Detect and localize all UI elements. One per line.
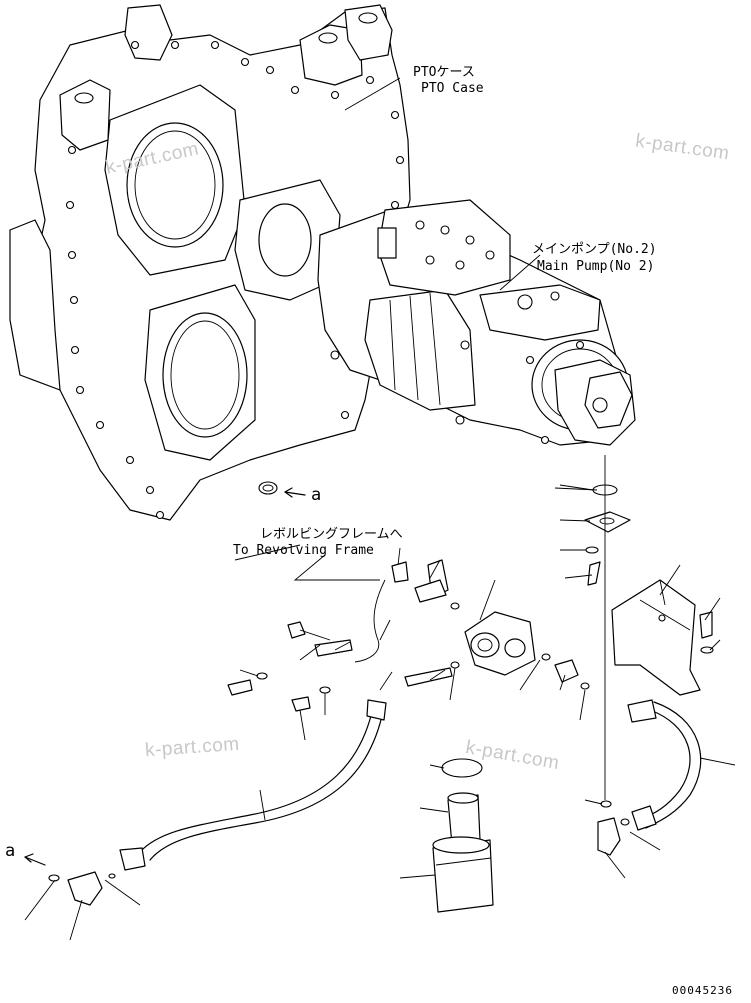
leader-lines	[24, 77, 736, 941]
reference-a-bottom: a	[5, 841, 16, 861]
pto-case-label-en: PTO Case	[421, 81, 484, 96]
main-pump	[317, 199, 636, 446]
reference-a-top: a	[311, 485, 322, 505]
main-pump-label-jp: メインポンプ(No.2)	[532, 242, 657, 257]
revolving-frame-label-jp: レボルビングフレームへ	[260, 527, 403, 542]
main-pump-label-en: Main Pump(No 2)	[537, 259, 655, 274]
document-number: 00045236	[672, 984, 733, 997]
lower-parts	[24, 455, 714, 913]
revolving-frame-label-en: To Revolving Frame	[233, 543, 374, 558]
pto-case	[9, 4, 411, 521]
pto-case-label-jp: PTOケース	[413, 65, 475, 80]
